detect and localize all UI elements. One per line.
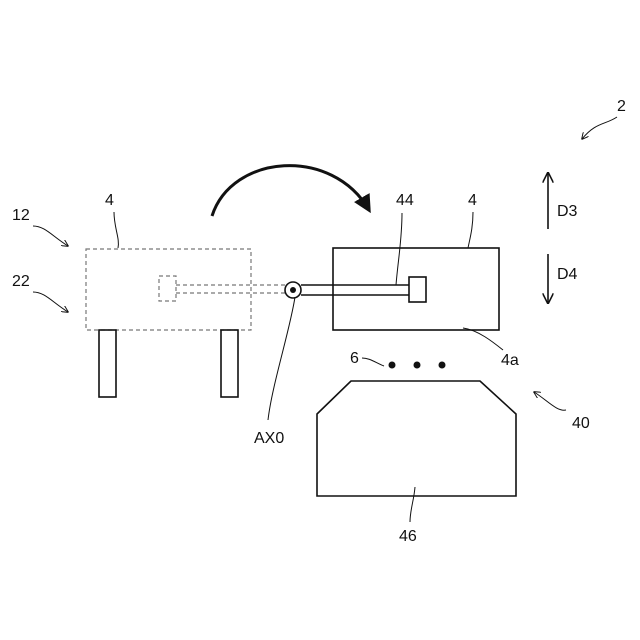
pin-3 <box>439 362 446 369</box>
leader-axis <box>268 297 295 420</box>
support-leg-left <box>99 330 116 397</box>
pin-1 <box>389 362 396 369</box>
wafer-initial-position <box>86 249 251 330</box>
label-direction-down: D4 <box>557 266 578 283</box>
label-12: 12 <box>12 207 30 224</box>
label-wafer-right: 4 <box>468 192 477 209</box>
label-wafer-left: 4 <box>105 192 114 209</box>
label-6: 6 <box>350 350 359 367</box>
figure-leader-arrow <box>582 117 617 139</box>
label-44: 44 <box>396 192 414 209</box>
hand <box>409 277 426 302</box>
label-46: 46 <box>399 528 417 545</box>
rotation-axis-center <box>290 287 296 293</box>
label-40: 40 <box>572 415 590 432</box>
leader-6 <box>362 358 384 366</box>
leader-wafer-right <box>468 212 473 248</box>
support-leg-right <box>221 330 238 397</box>
leader-46 <box>410 487 415 522</box>
pin-2 <box>414 362 421 369</box>
rotation-arrow <box>212 166 369 216</box>
stage <box>317 381 516 496</box>
leader-22 <box>33 292 68 312</box>
label-direction-up: D3 <box>557 203 578 220</box>
leader-12 <box>33 226 68 246</box>
wafer-transferred <box>333 248 499 330</box>
leader-wafer-left <box>114 212 118 248</box>
label-22: 22 <box>12 273 30 290</box>
hand-initial-position <box>159 276 176 301</box>
label-4a: 4a <box>501 352 519 369</box>
leader-40 <box>534 392 566 410</box>
leader-44 <box>396 213 402 285</box>
label-axis: AX0 <box>254 430 284 447</box>
figure-number: 2 <box>617 98 626 115</box>
leader-4a <box>463 328 503 350</box>
